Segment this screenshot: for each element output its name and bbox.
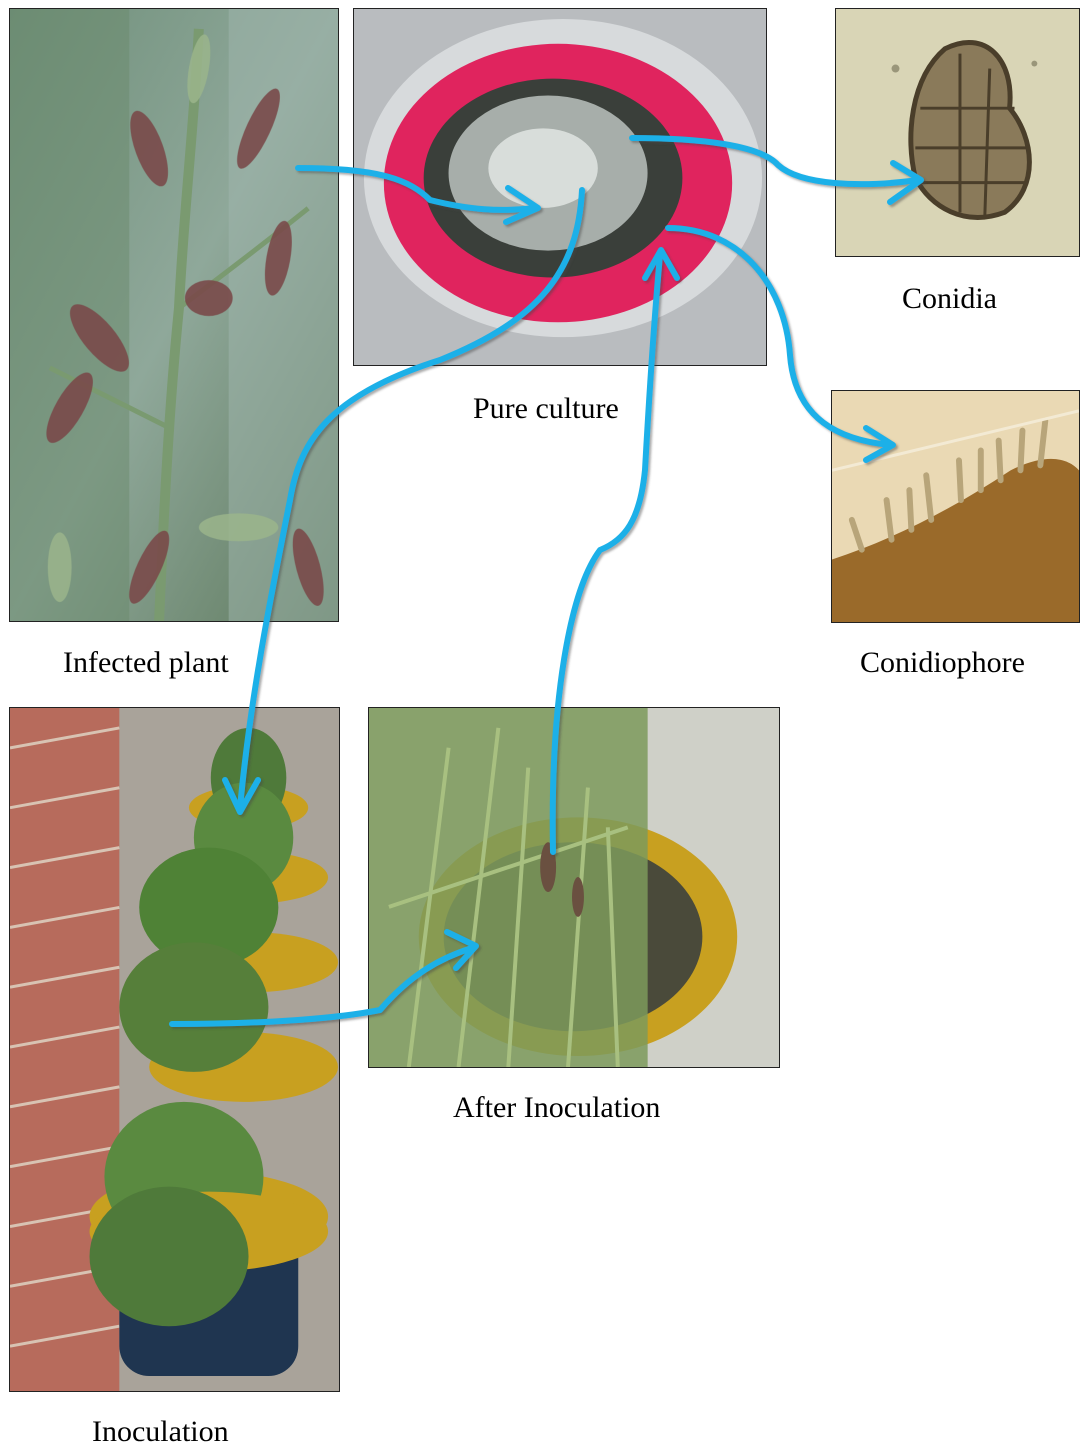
- conidia-micrograph: [835, 8, 1080, 257]
- pure-culture-photo: [353, 8, 767, 366]
- after-inoculation-caption: After Inoculation: [453, 1091, 660, 1125]
- pure-culture-caption: Pure culture: [473, 392, 619, 426]
- conidiophore-micrograph: [831, 390, 1080, 623]
- inoculation-photo: [9, 707, 340, 1392]
- conidiophore-caption: Conidiophore: [860, 646, 1025, 680]
- inoculation-caption: Inoculation: [92, 1415, 229, 1449]
- conidia-caption: Conidia: [902, 282, 997, 316]
- infected-plant-photo: [9, 8, 339, 622]
- after-inoculation-photo: [368, 707, 780, 1068]
- infected-plant-caption: Infected plant: [63, 646, 229, 680]
